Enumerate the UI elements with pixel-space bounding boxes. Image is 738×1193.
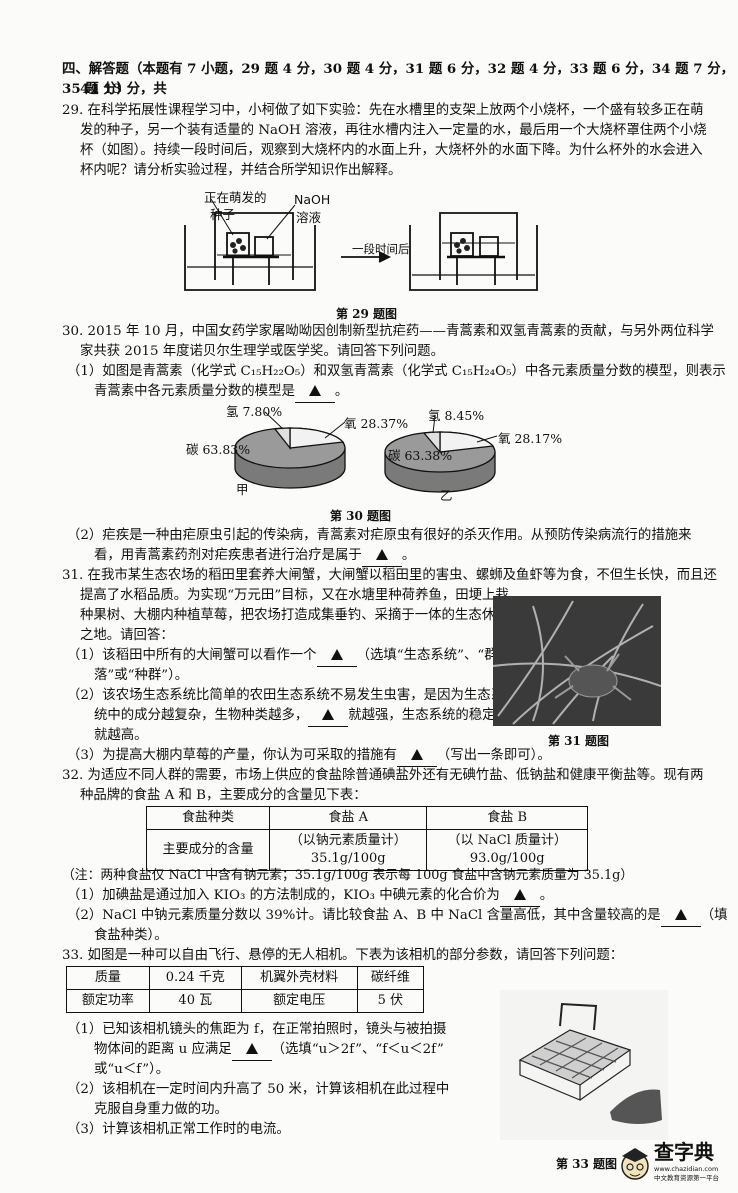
q31-sub3: （3）为提高大棚内草莓的产量，你认为可采取的措施有（写出一条即可）。: [67, 746, 551, 767]
q31-line3: 种果树、大棚内种植草莓，把农场打造成集垂钓、采摘于一体的生态休闲: [80, 608, 509, 623]
q30-sub1-line2: 青蒿素中各元素质量分数的模型是。: [94, 382, 348, 403]
q31-sub2-line2: 统中的成分越复杂，生物种类越多，就越强，生态系统的稳定性: [94, 706, 509, 727]
table-row: 食盐种类 食盐 A 食盐 B: [146, 806, 588, 830]
q31-sub2-line3: 就越高。: [94, 728, 148, 743]
watermark-slogan: 中文教育资源第一平台: [654, 1174, 719, 1182]
q31-line2: 提高了水稻品质。为实现“万元田”目标，又在水塘里种荷养鱼，田埂上栽: [80, 588, 509, 603]
q32-note: （注：两种食盐仅 NaCl 中含有钠元素；35.1g/100g 表示每 100g…: [62, 868, 634, 883]
table-row-header: 主要成分的含量: [146, 829, 270, 871]
q33-caption: 第 33 题图: [556, 1157, 618, 1171]
q32-line1: 32. 为适应不同人群的需要，市场上供应的食盐除普通碘盐外还有无碘竹盐、低钠盐和…: [62, 768, 704, 783]
watermark-url: www.chazidian.com: [654, 1165, 719, 1173]
q29-label-naoh-b: 溶液: [296, 210, 322, 225]
answer-blank-triangle-icon: [322, 709, 335, 720]
section-header: 四、解答题（本题有 7 小题，29 题 4 分，30 题 4 分，31 题 6 …: [62, 61, 734, 97]
q32-salt-table: 食盐种类 食盐 A 食盐 B 主要成分的含量 （以钠元素质量计）35.1g/10…: [146, 806, 588, 871]
q30-sub2-line1: （2）疟疾是一种由疟原虫引起的传染病，青蒿素对疟原虫有很好的杀灭作用。从预防传染…: [67, 528, 692, 543]
q32-sub2-line1: （2）NaCl 中钠元素质量分数以 39%计。请比较食盐 A、B 中 NaCl …: [67, 906, 727, 927]
q29-label-arrow: 一段时间后: [352, 242, 410, 256]
q30-sub2-line2: 看，用青蒿素药剂对疟疾患者进行治疗是属于。: [94, 546, 415, 567]
watermark-title: 查字典: [654, 1140, 714, 1164]
q31-caption: 第 31 题图: [548, 734, 610, 748]
table-cell: 额定电压: [240, 989, 358, 1013]
q29-label-naoh-a: NaOH: [294, 192, 331, 207]
answer-blank-triangle-icon: [513, 889, 526, 900]
pie-b-carbon-label: 碳 63.38%: [388, 448, 453, 463]
table-cell: 质量: [66, 966, 150, 990]
answer-blank-triangle-icon: [410, 749, 423, 760]
q29-label-seed-b: 种子: [210, 207, 236, 222]
table-cell: 额定功率: [66, 989, 150, 1013]
pie-b-name: 乙: [440, 488, 453, 503]
chazidian-watermark: 查字典 www.chazidian.com 中文教育资源第一平台: [618, 1140, 730, 1190]
table-row: 额定功率 40 瓦 额定电压 5 伏: [66, 989, 425, 1013]
q33-sub3: （3）计算该相机正常工作时的电流。: [67, 1122, 290, 1137]
q29-line1: 29. 在科学拓展性课程学习中，小柯做了如下实验：先在水槽里的支架上放两个小烧杯…: [62, 103, 704, 118]
q31-line4: 之地。请回答：: [80, 628, 174, 643]
answer-blank-triangle-icon: [674, 909, 687, 920]
q29-line3: 杯（如图）。持续一段时间后，观察到大烧杯内的水面上升，大烧杯外的水面下降。为什么…: [80, 143, 703, 158]
q30-line2: 家共获 2015 年度诺贝尔生理学或医学奖。请回答下列问题。: [80, 344, 444, 359]
q33-sub1-line3: 或“u＜f”）。: [94, 1062, 170, 1077]
table-row: 主要成分的含量 （以钠元素质量计）35.1g/100g （以 NaCl 质量计）…: [146, 829, 588, 871]
table-cell: 碳纤维: [356, 966, 425, 990]
table-cell: （以 NaCl 质量计）93.0g/100g: [426, 829, 588, 871]
q31-sub1-line1: （1）该稻田中所有的大闸蟹可以看作一个（选填“生态系统”、“群: [67, 646, 498, 667]
q33-camera-table: 质量 0.24 千克 机翼外壳材料 碳纤维 额定功率 40 瓦 额定电压 5 伏: [66, 966, 425, 1013]
q31-sub2-line1: （2）该农场生态系统比简单的农田生态系统不易发生虫害，是因为生态系: [67, 688, 505, 703]
q31-line1: 31. 在我市某生态农场的稻田里套养大闸蟹，大闸蟹以稻田里的害虫、螺蛳及鱼虾等为…: [62, 568, 717, 583]
table-row: 质量 0.24 千克 机翼外壳材料 碳纤维: [66, 966, 425, 990]
table-header-cell: 食盐种类: [146, 806, 270, 830]
q32-sub2-line2: 食盐种类）。: [94, 928, 168, 943]
q33-sub1-line2: 物体间的距离 u 应满足（选填“u＞2f”、“f＜u＜2f”: [94, 1040, 444, 1061]
q32-sub1: （1）加碘盐是通过加入 KIO₃ 的方法制成的，KIO₃ 中碘元素的化合价为。: [67, 886, 553, 907]
q31-crab-photo: [493, 596, 661, 726]
q33-sub2-line1: （2）该相机在一定时间内升高了 50 米，计算该相机在此过程中: [67, 1082, 450, 1097]
table-cell: 40 瓦: [148, 989, 242, 1013]
q29-label-seed-a: 正在萌发的: [204, 190, 267, 205]
table-header-cell: 食盐 A: [268, 806, 428, 830]
q33-sub2-line2: 克服自身重力做的功。: [94, 1102, 228, 1117]
pie-a-name: 甲: [236, 482, 249, 497]
q30-line1: 30. 2015 年 10 月，中国女药学家屠呦呦因创制新型抗疟药——青蒿素和双…: [62, 324, 714, 339]
q33-sub1-line1: （1）已知该相机镜头的焦距为 f，在正常拍照时，镜头与被拍摄: [67, 1022, 447, 1037]
answer-blank-triangle-icon: [330, 649, 343, 660]
q33-drone-photo: [500, 990, 668, 1140]
q31-sub1-line2: 落”或“种群”）。: [94, 668, 189, 683]
table-cell: 机翼外壳材料: [240, 966, 358, 990]
crab-in-rice-field-image: [493, 596, 661, 726]
q30-caption: 第 30 题图: [330, 509, 392, 523]
answer-blank-triangle-icon: [308, 385, 321, 396]
answer-blank-triangle-icon: [375, 549, 388, 560]
q29-caption: 第 29 题图: [336, 307, 398, 321]
table-header-cell: 食盐 B: [426, 806, 588, 830]
table-cell: （以钠元素质量计）35.1g/100g: [268, 829, 428, 871]
q29-line4: 杯内呢？请分析实验过程，并结合所学知识作出解释。: [80, 163, 402, 178]
section-header-cont: 44 分）: [80, 81, 131, 97]
q33-line1: 33. 如图是一种可以自由飞行、悬停的无人相机。下表为该相机的部分参数，请回答下…: [62, 948, 624, 963]
table-cell: 5 伏: [356, 989, 425, 1013]
pie-b-hydrogen-label: 氢 8.45%: [428, 408, 485, 423]
q30-pie-charts: [234, 411, 498, 493]
q29-apparatus-diagram: [184, 198, 538, 291]
table-cell: 0.24 千克: [148, 966, 242, 990]
mascot-logo-icon: [621, 1148, 649, 1180]
q32-line2: 种品牌的食盐 A 和 B，主要成分的含量见下表：: [80, 788, 367, 803]
drone-camera-image: [500, 990, 668, 1140]
pie-a-hydrogen-label: 氢 7.80%: [226, 404, 283, 419]
pie-a-oxygen-label: 氧 28.37%: [344, 416, 409, 431]
pie-a-carbon-label: 碳 63.83%: [186, 442, 251, 457]
pie-b-oxygen-label: 氧 28.17%: [498, 431, 563, 446]
q29-line2: 发的种子，另一个装有适量的 NaOH 溶液，再往水槽内注入一定量的水，最后用一个…: [80, 123, 707, 138]
answer-blank-triangle-icon: [245, 1043, 258, 1054]
q30-sub1-line1: （1）如图是青蒿素（化学式 C₁₅H₂₂O₅）和双氢青蒿素（化学式 C₁₅H₂₄…: [67, 364, 726, 379]
